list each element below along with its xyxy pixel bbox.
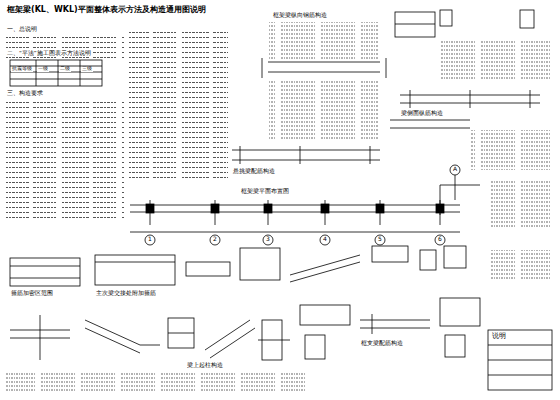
title-block-text: 说明 — [491, 333, 507, 341]
note-heading: 一、总说明 — [6, 26, 38, 33]
grid-number: 3 — [265, 236, 271, 243]
plan-title: 框架梁平面布置图 — [240, 188, 290, 194]
table-cell: 抗震等级 — [11, 67, 33, 72]
grid-number: A — [452, 166, 458, 173]
detail-title: 主次梁交接处附加箍筋 — [95, 290, 157, 296]
grid-number: 2 — [212, 236, 218, 243]
note-heading: 三、构造要求 — [6, 90, 44, 97]
detail-title: 框支梁配筋构造 — [360, 340, 404, 346]
grid-number: 5 — [377, 236, 383, 243]
note-heading: 二、“平法”施工图表示方法说明 — [6, 50, 92, 56]
grid-number: 4 — [322, 236, 328, 243]
grid-number: 6 — [437, 236, 443, 243]
sheet-title: 框架梁(KL、WKL)平面整体表示方法及构造通用图说明 — [6, 6, 207, 15]
grid-number: 1 — [147, 236, 153, 243]
detail-title: 箍筋加密区范围 — [10, 290, 54, 296]
detail-title: 梁上起柱构造 — [186, 362, 224, 368]
detail-title: 框架梁纵向钢筋构造 — [272, 12, 328, 18]
table-cell: 一级 — [37, 67, 49, 72]
table-cell: 三级 — [81, 67, 93, 72]
detail-title: 梁侧面纵筋构造 — [400, 110, 444, 116]
table-cell: 二级 — [59, 67, 71, 72]
detail-title: 悬挑梁配筋构造 — [232, 168, 276, 174]
